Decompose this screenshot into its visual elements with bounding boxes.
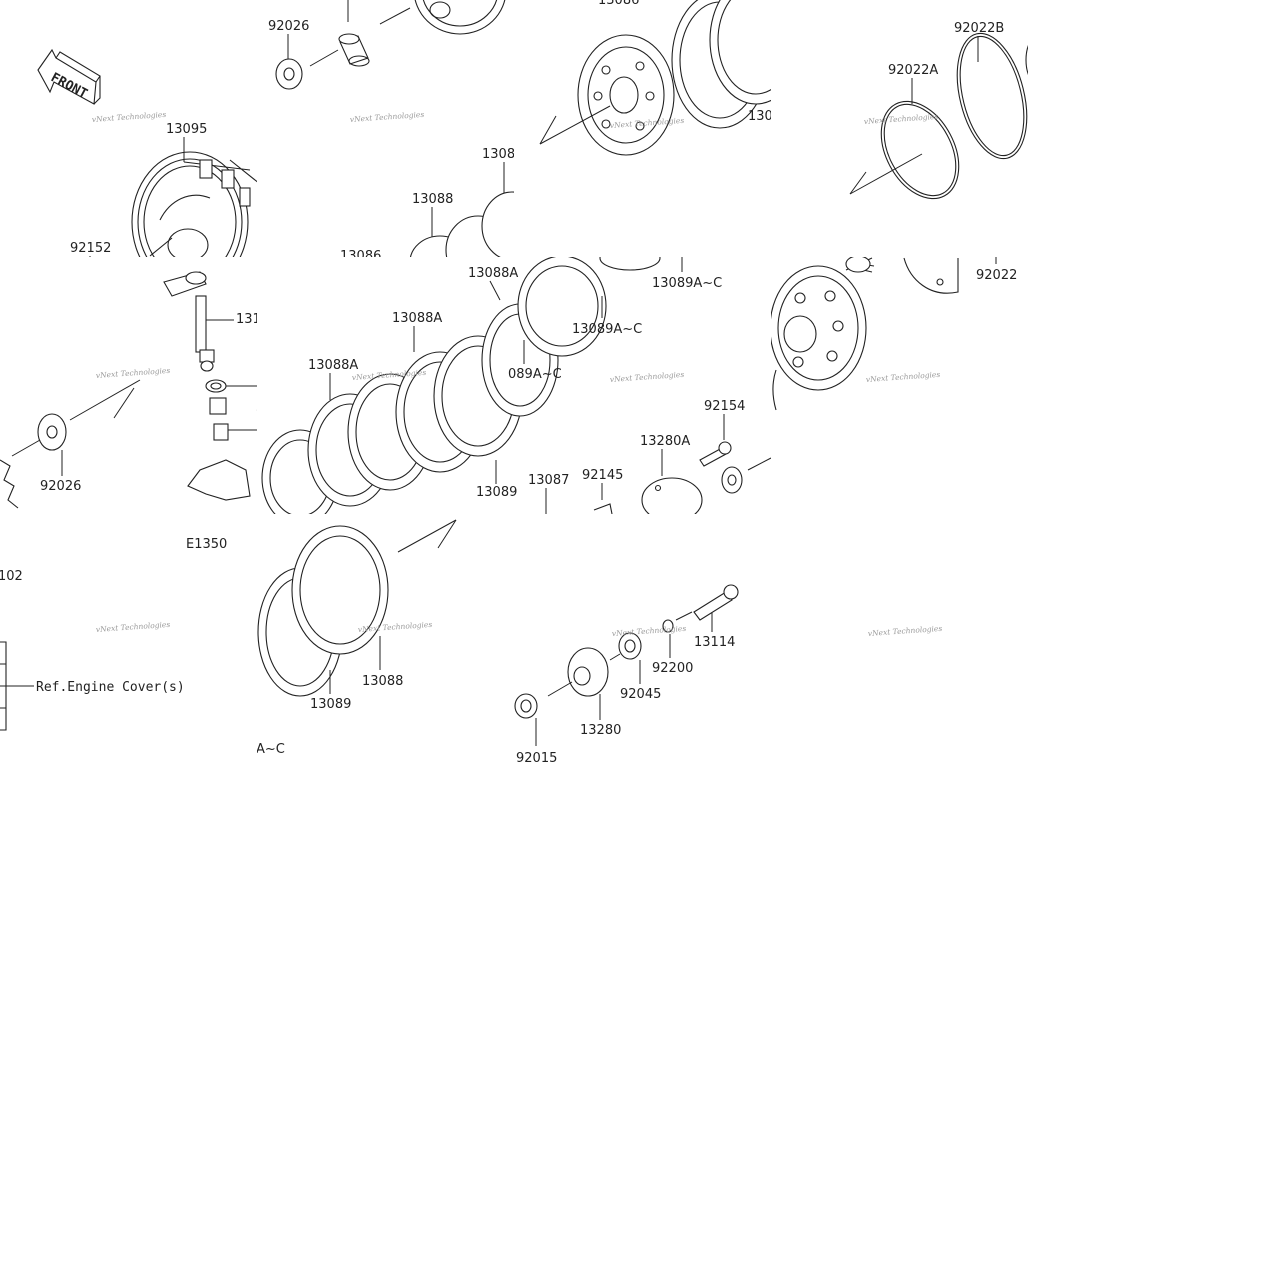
part-label-13088A-2: 13088A	[392, 311, 442, 326]
pusher-drawing	[567, 647, 609, 697]
part-label-92026-top: 92026	[268, 19, 309, 34]
panel-clutch-hub: 92022 vNext Technologies	[771, 257, 1017, 411]
part-label-13088-b: 13088	[362, 674, 403, 689]
part-label-131: 131	[236, 312, 261, 327]
part-label-13089-b: 13089	[310, 697, 351, 712]
part-label-92045: 92045	[620, 687, 661, 702]
part-label-13280A: 13280A	[640, 434, 690, 449]
lower-plate-stack-drawing	[257, 525, 389, 697]
bolt-drawing	[699, 441, 732, 467]
watermark: vNext Technologies	[868, 624, 943, 638]
part-label-13086-mid: 13086	[340, 249, 381, 264]
panel-clutch-plates: 13088A 13088A 13088A 13089A~C 13089A~C 0…	[261, 257, 771, 514]
part-label-13087: 13087	[528, 473, 569, 488]
section-code: E1350	[186, 537, 227, 552]
part-label-13086-top: 13086	[598, 0, 639, 8]
panel-engine-cover-ref: E1350 102 Ref.Engine Cover(s) vNext Tech…	[0, 537, 227, 731]
watermark: vNext Technologies	[866, 370, 941, 384]
watermark: vNext Technologies	[96, 366, 171, 380]
part-label-92145: 92145	[582, 468, 623, 483]
watermark: vNext Technologies	[96, 620, 171, 634]
clutch-hub-plate-drawing	[577, 34, 675, 156]
sleeve-drawing	[338, 33, 370, 67]
panel-bolt-assembly: 13114 92200 92045 13280 92015 vNext Tech…	[514, 584, 739, 766]
part-label-92154: 92154	[704, 399, 745, 414]
part-label-92152: 92152	[70, 241, 111, 256]
part-label-A-C: A~C	[256, 742, 285, 757]
part-label-13088A-3: 13088A	[308, 358, 358, 373]
panel-pressure-plate: 13086 vNext Technologies 130	[539, 0, 773, 156]
part-label-92022B: 92022B	[954, 21, 1004, 36]
part-label-1308: 1308	[482, 147, 515, 162]
release-shaft-drawing	[163, 271, 215, 372]
part-label-089A-C: 089A~C	[508, 367, 562, 382]
part-label-13088A-1: 13088A	[468, 266, 518, 281]
front-arrow-icon: FRONT	[37, 48, 101, 105]
watermark: vNext Technologies	[92, 110, 167, 124]
panel-sleeve: 92026 vNext Technologies 1308 13088 1308…	[268, 0, 515, 264]
clutch-housing-drawing	[131, 151, 257, 257]
long-bolt-drawing	[693, 584, 739, 621]
part-label-13089A-C-2: 13089A~C	[572, 322, 642, 337]
part-label-13089-mid: 13089	[476, 485, 517, 500]
panel-orings: 92022B 92022A vNext Technologies	[849, 21, 1028, 200]
gear-edge-drawing	[414, 0, 506, 35]
part-label-8A: 8A	[256, 402, 273, 417]
part-label-13088-a: 13088	[412, 192, 453, 207]
part-label-13280: 13280	[580, 723, 621, 738]
watermark: vNext Technologies	[610, 370, 685, 384]
part-label-130: 130	[748, 109, 773, 124]
ref-engine-cover-label: Ref.Engine Cover(s)	[36, 680, 185, 695]
panel-clutch-housing: FRONT vNext Technologies 13095 92152	[37, 48, 257, 257]
part-label-13114: 13114	[694, 635, 735, 650]
nut-drawing	[514, 693, 538, 719]
part-label-92022: 92022	[976, 268, 1017, 283]
friction-plate-drawing	[671, 0, 771, 129]
part-label-92022A: 92022A	[888, 63, 938, 78]
bearing-drawing	[205, 379, 229, 441]
part-label-92026-left: 92026	[40, 479, 81, 494]
part-label-92200: 92200	[652, 661, 693, 676]
spring-drawing	[845, 257, 875, 273]
part-label-102: 102	[0, 569, 23, 584]
panel-lower-plates: vNext Technologies 13088 13089 A~C	[256, 519, 457, 757]
watermark: vNext Technologies	[864, 112, 939, 126]
bearing-drawing	[618, 632, 642, 660]
part-label-13089A-C-1: 13089A~C	[652, 276, 722, 291]
panel-release-shaft: 131 8A vNext Technologies 92026	[0, 271, 273, 509]
part-label-13095: 13095	[166, 122, 207, 137]
clutch-hub-drawing	[771, 265, 867, 391]
watermark: vNext Technologies	[612, 624, 687, 638]
part-label-92015: 92015	[516, 751, 557, 766]
watermark: vNext Technologies	[350, 110, 425, 124]
plate-stack-drawing	[261, 257, 661, 514]
